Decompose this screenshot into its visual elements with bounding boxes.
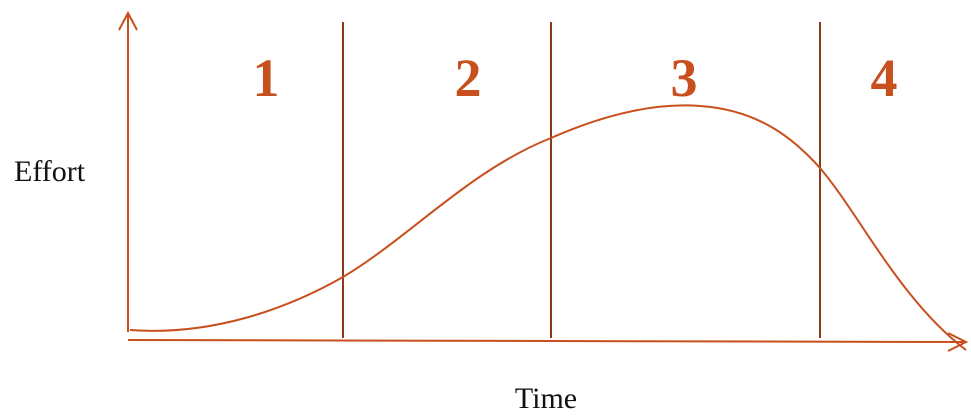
phase-dividers [342, 22, 821, 338]
x-axis-line [127, 339, 967, 343]
x-axis-arrowhead [947, 332, 969, 352]
phase-label-4: 4 [871, 48, 898, 108]
x-axis-label: Time [515, 382, 577, 415]
y-axis-arrowhead [118, 10, 138, 31]
phase-label-3: 3 [671, 48, 698, 108]
effort-curve [129, 104, 967, 351]
phase-label-2: 2 [455, 48, 482, 108]
y-axis-label: Effort [14, 155, 86, 188]
phase-label-1: 1 [253, 48, 280, 108]
y-axis [118, 10, 138, 332]
x-axis [127, 332, 969, 352]
